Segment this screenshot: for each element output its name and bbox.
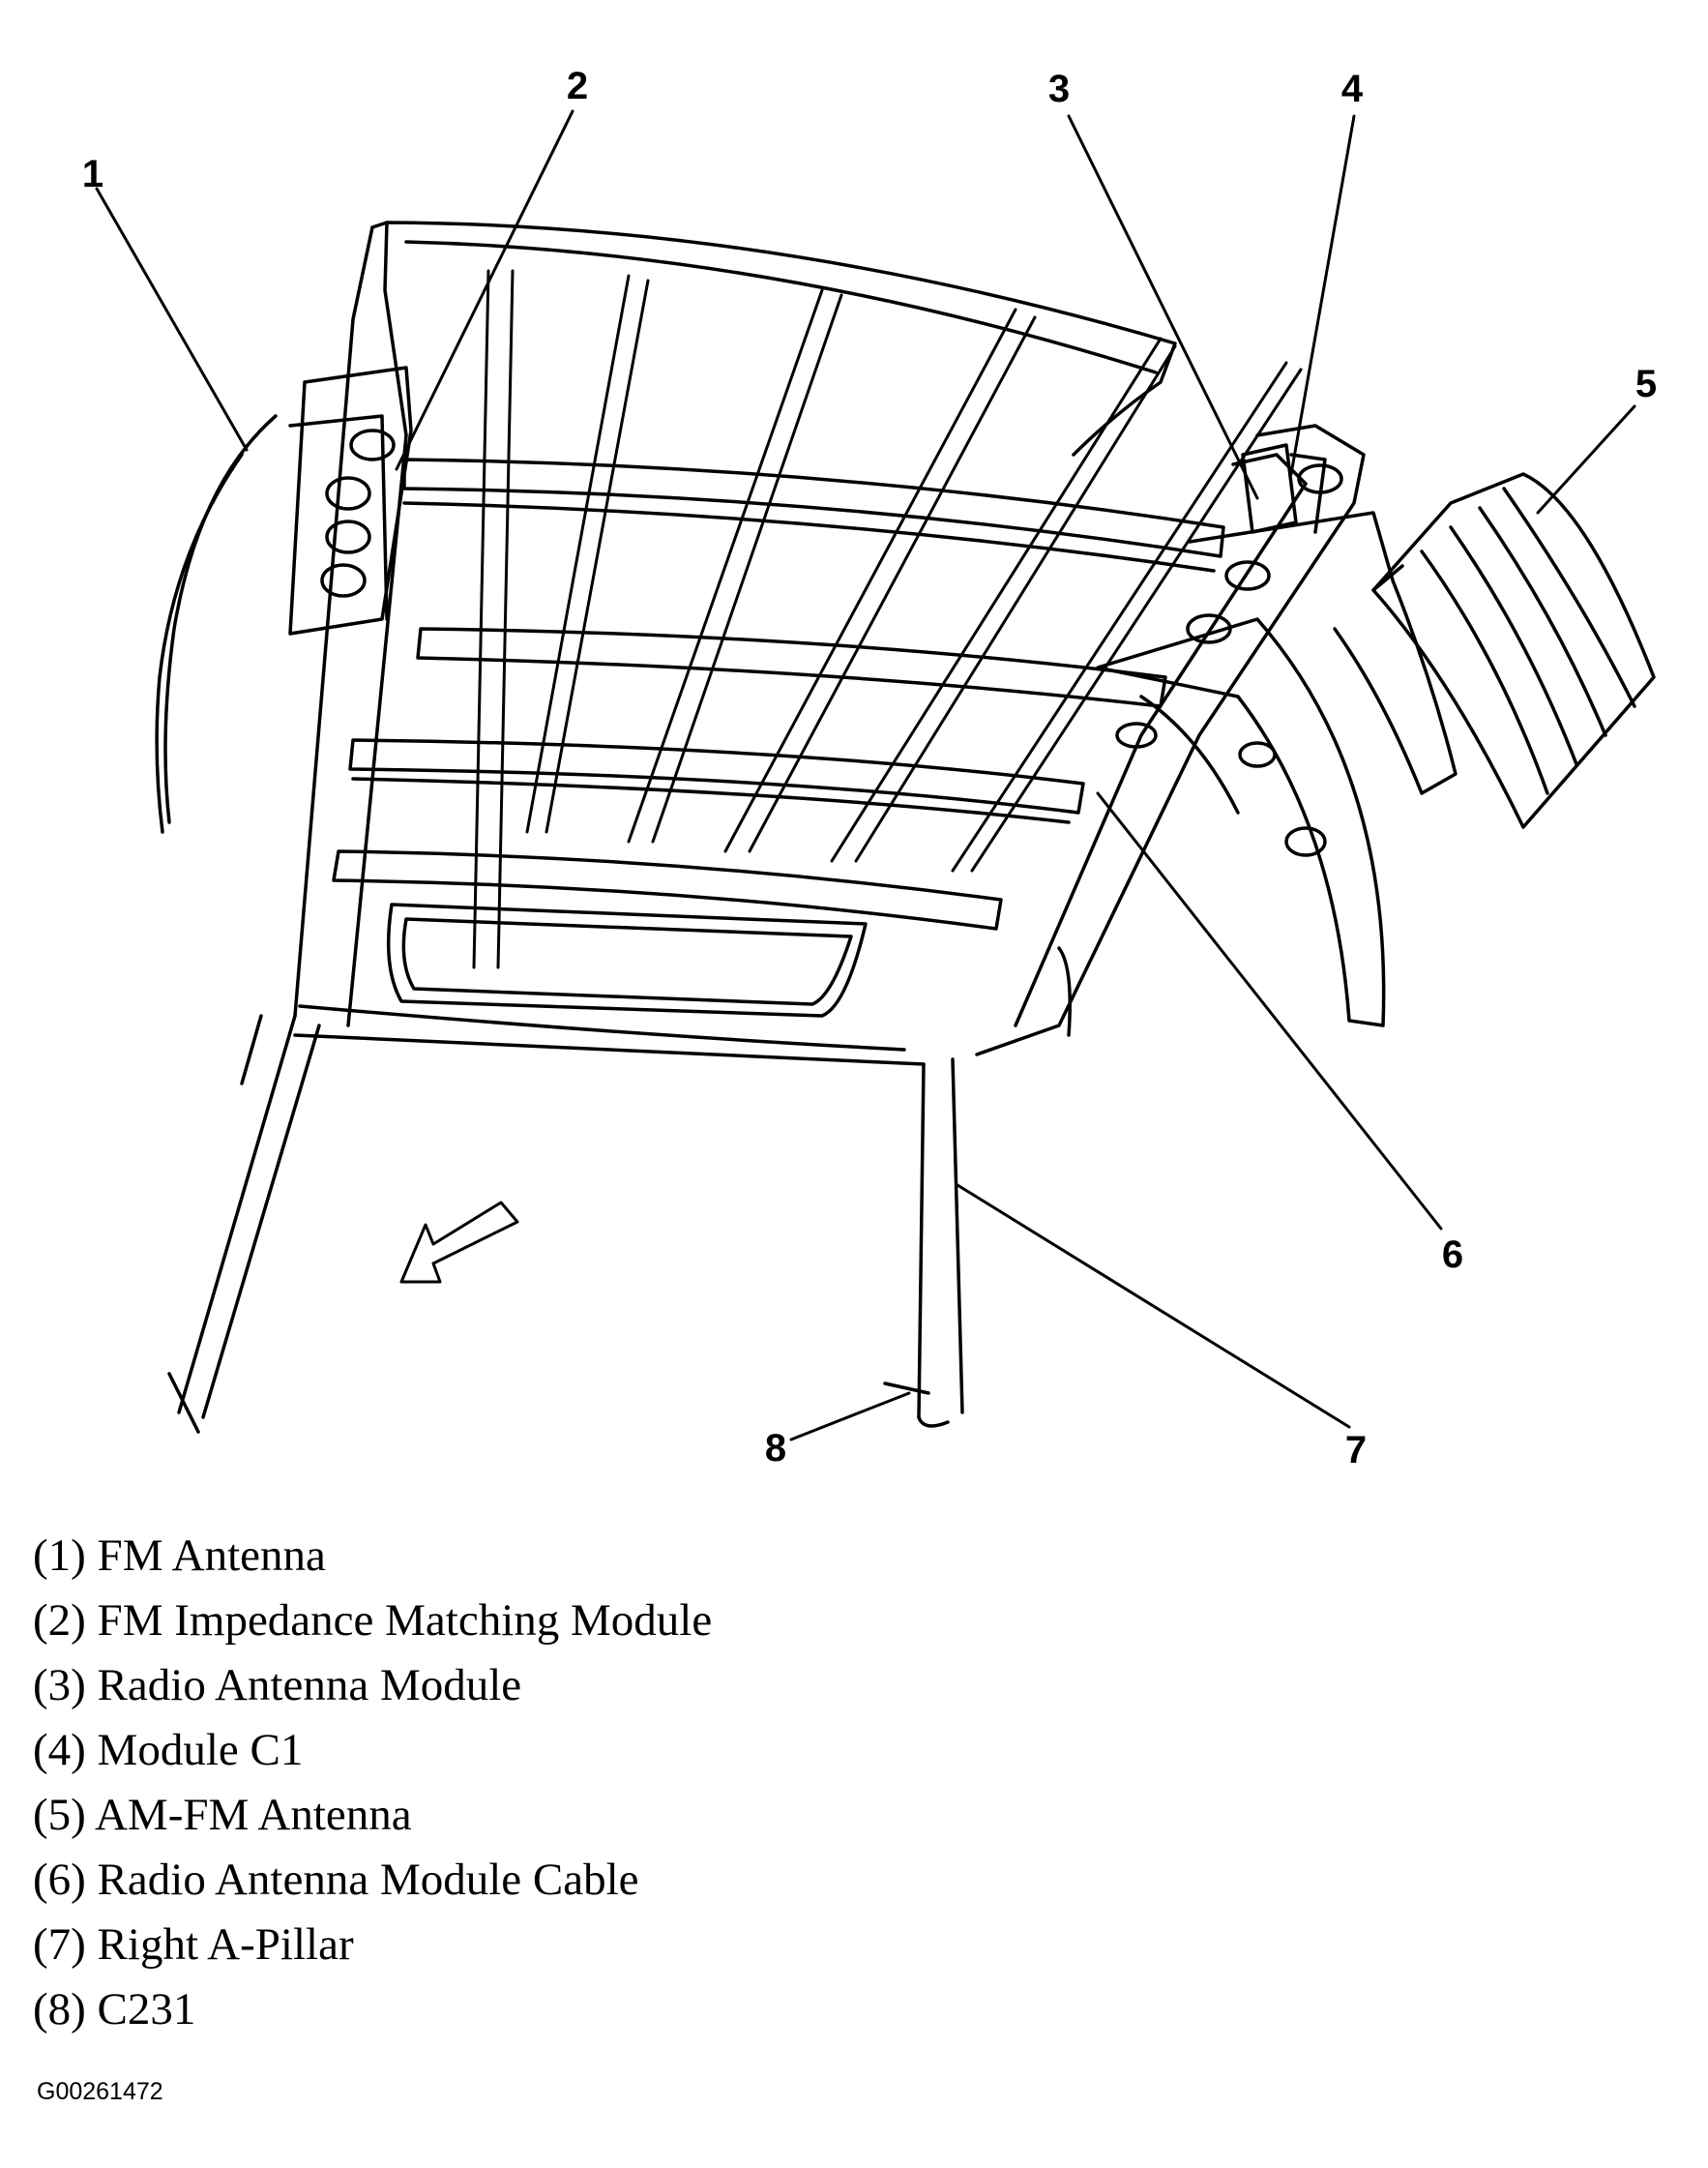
callout-8: 8	[765, 1427, 786, 1470]
fm-antenna-drawing	[155, 414, 278, 834]
legend-item: (3) Radio Antenna Module	[33, 1660, 522, 1710]
legend-item: (1) FM Antenna	[33, 1530, 326, 1581]
radio-antenna-module-drawing	[1241, 443, 1327, 534]
am-fm-antenna-drawing	[1371, 472, 1656, 829]
legend-item: (6) Radio Antenna Module Cable	[33, 1855, 639, 1905]
right-a-pillar-drawing	[883, 1057, 964, 1428]
legend-item: (8) C231	[33, 1984, 196, 2034]
callout-6: 6	[1442, 1233, 1463, 1276]
forward-arrow	[399, 1201, 519, 1284]
callout-1: 1	[82, 153, 103, 195]
roof-panel	[293, 221, 1177, 1027]
left-a-pillar	[167, 1014, 321, 1434]
right-side-rail	[975, 424, 1458, 1056]
legend-item: (2) FM Impedance Matching Module	[33, 1595, 713, 1646]
fm-impedance-module-drawing	[288, 366, 413, 636]
component-legend: (1) FM Antenna (2) FM Impedance Matching…	[33, 1524, 712, 2042]
roof-antenna-diagram: 1 2 3 4 5 6 7 8	[82, 65, 1657, 1471]
legend-item: (7) Right A-Pillar	[33, 1919, 354, 1970]
legend-item: (4) Module C1	[33, 1725, 304, 1775]
roof-bows	[472, 269, 1303, 969]
callout-3: 3	[1048, 68, 1070, 110]
callout-5: 5	[1635, 363, 1657, 405]
figure-code: G00261472	[37, 2078, 163, 2105]
callout-2: 2	[567, 65, 588, 107]
legend-item: (5) AM-FM Antenna	[33, 1790, 412, 1840]
leader-lines	[95, 109, 1636, 1441]
callout-7: 7	[1345, 1429, 1367, 1471]
callout-4: 4	[1341, 68, 1364, 110]
sunroof-opening	[293, 849, 1003, 1066]
